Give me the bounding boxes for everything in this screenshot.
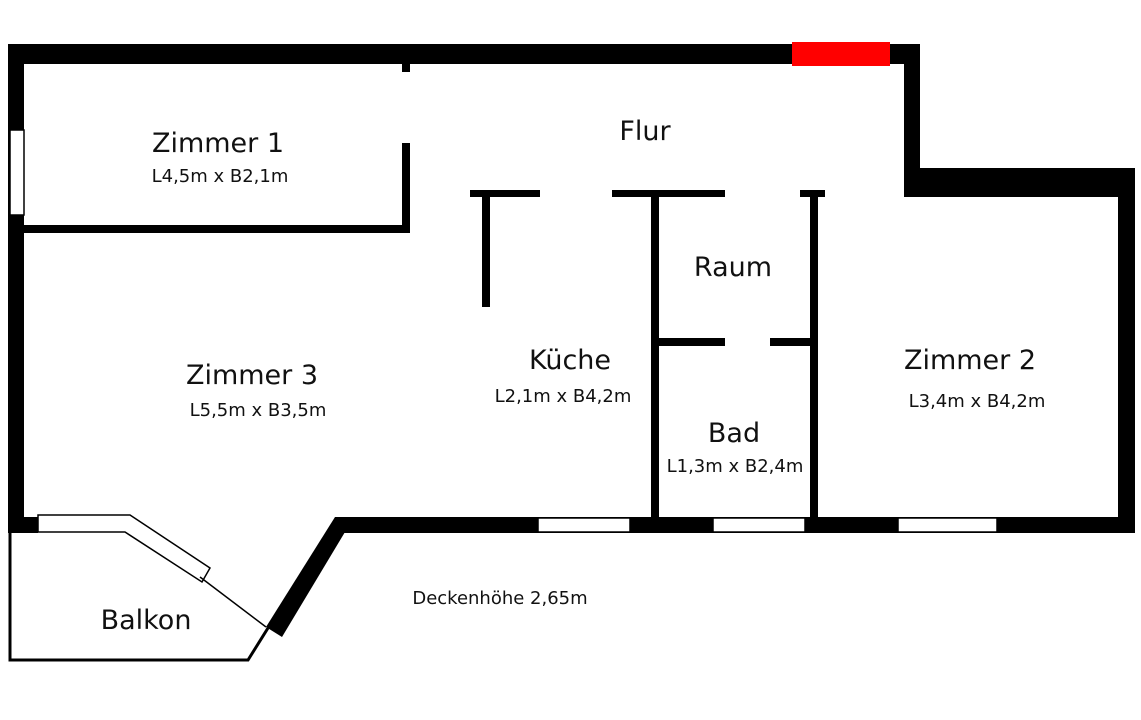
bad-zimmer2-wall xyxy=(810,190,818,520)
balcony-outline xyxy=(8,533,270,662)
window-zimmer2 xyxy=(897,517,998,533)
ceiling-height-note: Deckenhöhe 2,65m xyxy=(412,588,588,609)
wall-stub xyxy=(402,62,410,72)
raum-bad-wall-2 xyxy=(770,338,810,346)
room-name-zimmer1: Zimmer 1 xyxy=(151,128,285,159)
room-name-balkon: Balkon xyxy=(100,605,192,636)
balcony-door xyxy=(37,514,211,584)
room-name-zimmer2: Zimmer 2 xyxy=(903,345,1037,376)
outer-wall-top xyxy=(8,44,920,64)
diagonal-wall xyxy=(266,517,348,637)
room-dims-zimmer1: L4,5m x B2,1m xyxy=(151,166,289,187)
room-dims-zimmer3: L5,5m x B3,5m xyxy=(189,400,327,421)
kueche-wall-h2 xyxy=(612,190,725,197)
outer-wall-right-step xyxy=(904,168,1135,197)
room-name-zimmer3: Zimmer 3 xyxy=(185,360,319,391)
room-name-bad: Bad xyxy=(707,418,761,449)
room-name-flur: Flur xyxy=(619,116,671,147)
outer-wall-right-upper xyxy=(904,44,920,194)
kueche-wall-h1 xyxy=(470,190,540,197)
window-left xyxy=(9,129,25,216)
room-dims-zimmer2: L3,4m x B4,2m xyxy=(908,391,1046,412)
entrance-marker xyxy=(792,42,890,66)
zimmer1-wall-v xyxy=(402,143,410,233)
kueche-bad-wall xyxy=(651,190,659,520)
kueche-wall-v xyxy=(482,190,490,307)
room-dims-kueche: L2,1m x B4,2m xyxy=(494,386,632,407)
outer-wall-right xyxy=(1118,168,1135,533)
balcony-railing xyxy=(199,576,267,628)
raum-bad-wall-1 xyxy=(659,338,725,346)
window-kueche xyxy=(537,517,631,533)
outer-wall-bottom-left xyxy=(8,517,38,533)
room-name-raum: Raum xyxy=(693,252,773,283)
outer-wall-left xyxy=(8,44,24,533)
window-bad xyxy=(712,517,806,533)
room-dims-bad: L1,3m x B2,4m xyxy=(666,456,804,477)
zimmer1-wall-h xyxy=(24,225,410,233)
room-name-kueche: Küche xyxy=(528,345,612,376)
